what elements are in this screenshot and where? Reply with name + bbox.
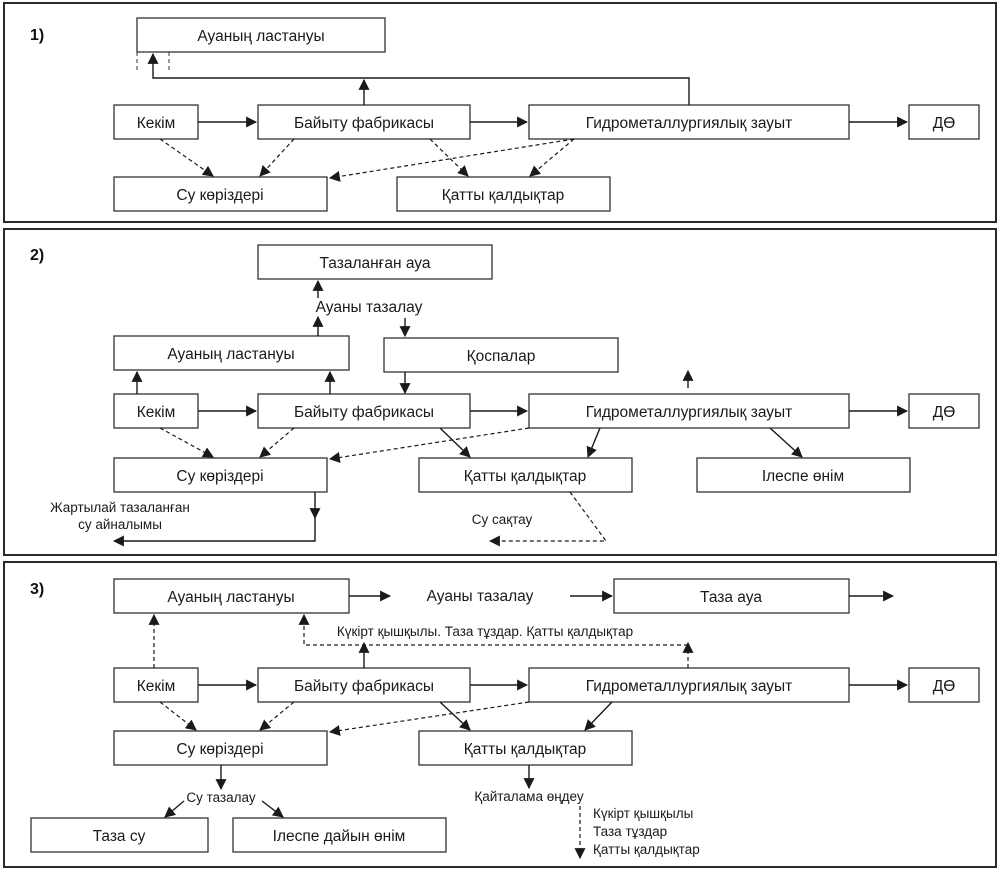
p2-dash-hydro-water (328, 427, 530, 463)
air-pollution-label: Ауаның ластануы (167, 589, 294, 606)
water-cleaning-text: Су тазалау (186, 790, 256, 805)
recycling-text: Қайталама өңдеу (474, 789, 584, 804)
pure-water-label: Таза су (93, 828, 146, 845)
p1-dash-plant-solids (429, 138, 469, 177)
finished-byproduct-label: Ілеспе дайын өнім (273, 828, 406, 845)
p2-arrow-hydro-solids (586, 427, 601, 459)
panel-1-number: 1) (30, 27, 44, 44)
p2-dash-ore-water (159, 427, 214, 458)
water-label: Су көріздері (176, 187, 263, 204)
panel-2-frame (3, 228, 997, 556)
panel-3: 3) Ауаның ластануы Ауаны тазалау Таза ау… (3, 561, 997, 868)
solids-box (418, 457, 633, 493)
hydro-plant-label: Гидрометаллургиялық зауыт (586, 404, 793, 421)
finished-byproduct-box (232, 817, 447, 853)
plant-label: Байыту фабрикасы (294, 678, 434, 695)
p3-arrow-to-byproduct (261, 800, 284, 818)
de-label: ДӨ (933, 404, 956, 421)
clean-air-box (257, 244, 493, 280)
ore-box (113, 667, 199, 703)
p3-arrow-hydro-solids (584, 701, 613, 731)
hydro-plant-box (528, 104, 850, 140)
plant-label: Байыту фабрикасы (294, 115, 434, 132)
p1-dash-plant-water (259, 138, 295, 177)
p2-arrow-hydro-byproduct (769, 427, 803, 458)
sulfur-line-text: Күкірт қышқылы. Таза тұздар. Қатты қалды… (337, 624, 633, 639)
p3-dash-ore-water (159, 701, 197, 731)
air-pollution-box (113, 578, 350, 614)
p3-dash-hydro-water (328, 701, 530, 736)
p1-dash-hydro-solids (529, 138, 575, 177)
air-cleaning-text: Ауаны тазалау (316, 299, 423, 316)
hydro-plant-label: Гидрометаллургиялық зауыт (586, 115, 793, 132)
pure-salts-text: Таза тұздар (593, 824, 667, 839)
panel-2-number: 2) (30, 247, 44, 264)
panel-2: 2) Тазаланған ауа Ауаны тазалау Ауаның л… (3, 228, 997, 556)
ore-label: Кекім (137, 404, 176, 421)
pure-water-box (30, 817, 209, 853)
p1-arrow-to-pollution (147, 52, 690, 105)
additives-label: Қоспалар (467, 348, 536, 365)
partial-water-text-1: Жартылай тазаланған (50, 500, 190, 515)
solids-label: Қатты қалдықтар (464, 468, 587, 485)
sulfuric-acid-text: Күкірт қышқылы (593, 806, 693, 821)
panel-1: 1) Ауаның ластануы Кекім Байыту фабрикас… (3, 2, 997, 223)
solid-waste-text: Қатты қалдықтар (593, 842, 700, 857)
solids-box (396, 176, 611, 212)
clean-air-label: Тазаланған ауа (320, 255, 431, 272)
de-box (908, 667, 980, 703)
p3-arrow-plant-solids (439, 701, 471, 731)
air-pollution-label: Ауаның ластануы (197, 28, 324, 45)
byproduct-label: Ілеспе өнім (762, 468, 844, 485)
pure-air-label: Таза ауа (700, 589, 762, 606)
de-label: ДӨ (933, 678, 956, 695)
plant-box (257, 393, 471, 429)
partial-water-text-2: су айналымы (78, 517, 162, 532)
hydro-plant-box (528, 393, 850, 429)
solids-box (418, 730, 633, 766)
p2-arrow-plant-solids (439, 427, 471, 458)
water-storage-text: Су сақтау (472, 512, 533, 527)
additives-box (383, 337, 619, 373)
p1-dash-hydro-water (328, 138, 575, 182)
de-box (908, 393, 980, 429)
air-pollution-box (113, 335, 350, 371)
p1-dash-ore-water (159, 138, 214, 177)
water-box (113, 176, 328, 212)
plant-label: Байыту фабрикасы (294, 404, 434, 421)
pure-air-box (613, 578, 850, 614)
air-pollution-box (136, 17, 386, 53)
solids-label: Қатты қалдықтар (464, 741, 587, 758)
air-pollution-label: Ауаның ластануы (167, 346, 294, 363)
panel-3-number: 3) (30, 581, 44, 598)
water-box (113, 457, 328, 493)
hydro-plant-box (528, 667, 850, 703)
p3-dash-sulfur-line (298, 613, 688, 646)
byproduct-box (696, 457, 911, 493)
de-label: ДӨ (933, 115, 956, 132)
p3-dash-plant-water (259, 701, 295, 731)
water-label: Су көріздері (176, 741, 263, 758)
water-label: Су көріздері (176, 468, 263, 485)
plant-box (257, 667, 471, 703)
ore-label: Кекім (137, 115, 176, 132)
air-cleaning-text: Ауаны тазалау (427, 588, 534, 605)
hydro-plant-label: Гидрометаллургиялық зауыт (586, 678, 793, 695)
de-box (908, 104, 980, 140)
ore-label: Кекім (137, 678, 176, 695)
p2-arrow-water-recycle (112, 518, 316, 547)
solids-label: Қатты қалдықтар (442, 187, 565, 204)
p3-arrow-to-pure-water (164, 800, 185, 818)
ore-box (113, 104, 199, 140)
p2-dash-plant-water (259, 427, 295, 458)
